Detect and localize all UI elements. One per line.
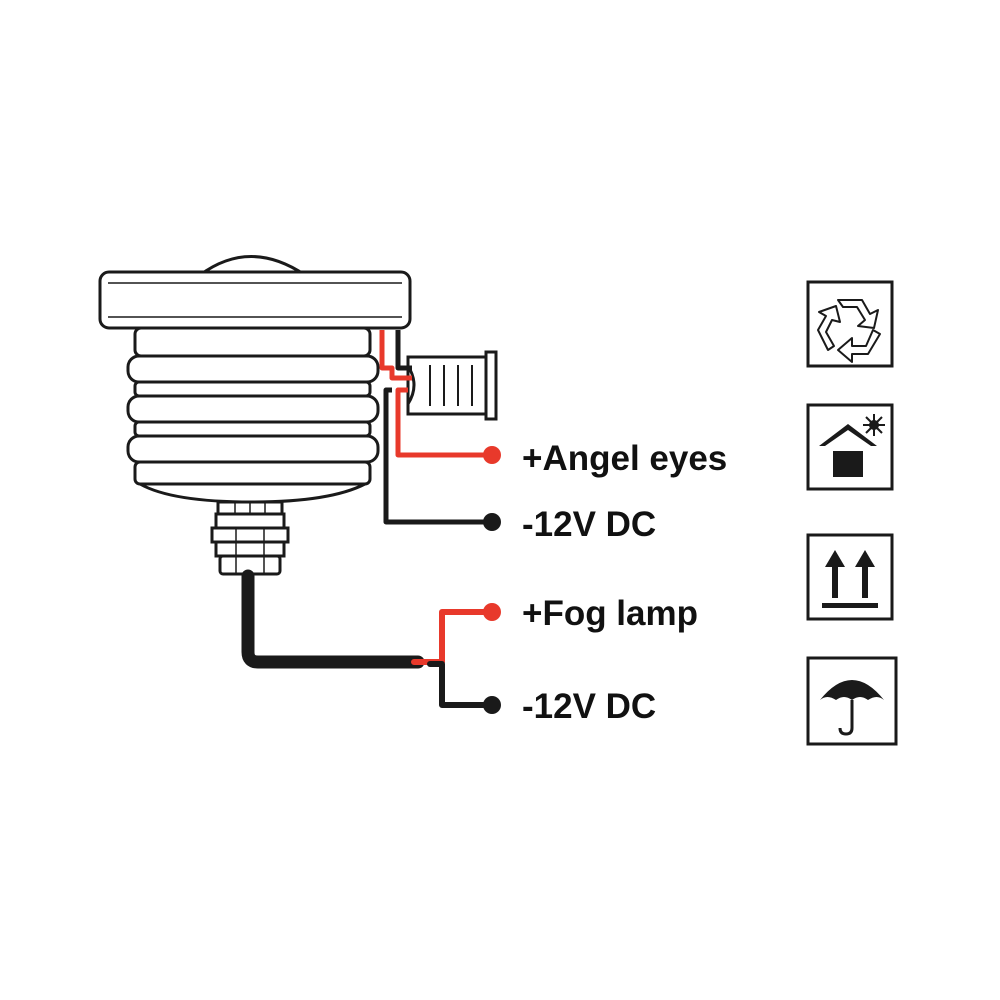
- label-negative-dc-1: -12V DC: [522, 505, 656, 544]
- this-way-up-icon: [806, 533, 894, 621]
- fog-lamp-negative-terminal: [483, 696, 501, 714]
- umbrella-icon: [806, 656, 898, 746]
- sun-icon: [863, 414, 885, 436]
- angel-eyes-positive-wire: [379, 330, 412, 381]
- fog-lamp-wires: [241, 569, 493, 708]
- fog-lamp-positive-wire: [411, 609, 493, 665]
- keep-dry-indoors-icon: [806, 403, 894, 491]
- angel-eyes-connector: [406, 350, 498, 421]
- angel-eyes-negative-terminal: [483, 513, 501, 531]
- angel-eyes-wires: [379, 330, 490, 525]
- label-negative-dc-2: -12V DC: [522, 687, 656, 726]
- lamp-heat-sink: [126, 326, 380, 504]
- recycle-icon: [806, 280, 894, 368]
- lamp-cable-gland: [210, 500, 290, 576]
- label-fog-lamp: +Fog lamp: [522, 594, 698, 633]
- fog-lamp-positive-terminal: [483, 603, 501, 621]
- label-angel-eyes: +Angel eyes: [522, 439, 727, 478]
- angel-eyes-positive-terminal: [483, 446, 501, 464]
- fog-lamp-negative-wire: [427, 661, 493, 708]
- lamp-bezel: [98, 270, 412, 330]
- fog-lamp-body: [98, 255, 498, 576]
- angel-eyes-negative-wire: [383, 387, 490, 525]
- fog-lamp-main-cable: [241, 569, 425, 669]
